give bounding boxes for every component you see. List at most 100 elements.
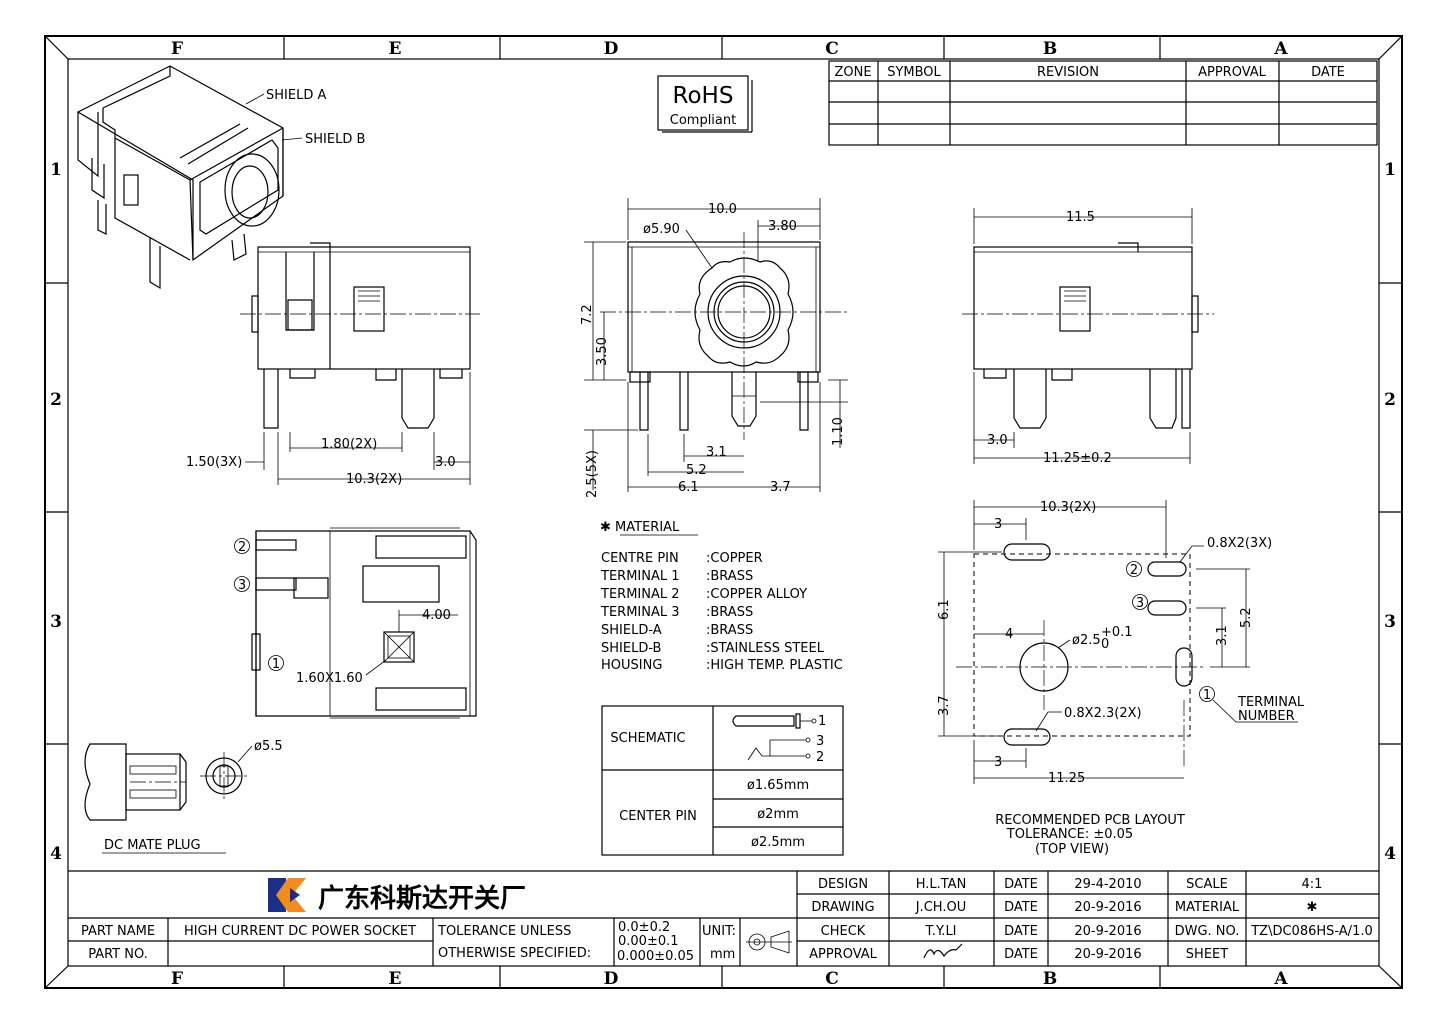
pcb-terminal-1: 1 (1203, 688, 1211, 703)
dim-3-0-b: 3.0 (987, 433, 1008, 448)
material-value-0: :COPPER (706, 551, 763, 566)
design-value: H.L.TAN (916, 877, 967, 892)
pcb-dim-10-3-2x: 10.3(2X) (1040, 500, 1096, 515)
material-part-2: TERMINAL 2 (600, 587, 680, 602)
tolerance-value-2: 0.00±0.1 (618, 934, 679, 949)
material-part-5: SHIELD-B (601, 641, 661, 656)
rev-header-zone: ZONE (834, 65, 871, 80)
dc-mate-plug: ø5.5 DC MATE PLUG (84, 739, 283, 854)
date-label-1: DATE (1004, 877, 1038, 892)
schematic-pin-2: 2 (816, 750, 824, 765)
bottom-view: 4.00 1.60X1.60 2 3 1 (234, 527, 477, 719)
rev-header-symbol: SYMBOL (887, 65, 941, 80)
dim-1-60x1-60: 1.60X1.60 (296, 671, 363, 686)
schematic-symbol: 1 2 3 (732, 713, 826, 765)
dim-3-7: 3.7 (770, 480, 791, 495)
zone-top-b: B (1043, 39, 1057, 59)
pcb-terminal-3: 3 (1136, 596, 1144, 611)
material-part-3: TERMINAL 3 (600, 605, 680, 620)
drawing-value: J.CH.OU (915, 900, 966, 915)
dim-3-1: 3.1 (706, 445, 727, 460)
terminal-number-label-2: NUMBER (1238, 709, 1295, 724)
dim-2-5-5x: 2.5(5X) (585, 450, 600, 498)
date-value-4: 20-9-2016 (1074, 947, 1141, 962)
rohs-title: RoHS (673, 83, 734, 109)
material-title: ✱ MATERIAL (600, 520, 680, 535)
date-label-2: DATE (1004, 900, 1038, 915)
zone-top-a: A (1273, 39, 1288, 59)
shield-b-label: SHIELD B (305, 132, 365, 147)
dim-3-80: 3.80 (768, 219, 797, 234)
zone-right-1: 1 (1384, 160, 1396, 180)
tolerance-line-1: TOLERANCE UNLESS (437, 924, 571, 939)
schematic-label: SCHEMATIC (610, 731, 685, 746)
dim-10-3-2x: 10.3(2X) (346, 472, 402, 487)
material-value-4: :BRASS (706, 623, 753, 638)
zone-bottom-a: A (1273, 969, 1288, 989)
dim-10-0: 10.0 (708, 202, 737, 217)
check-label: CHECK (821, 924, 866, 939)
center-pin-2-5: ø2.5mm (751, 835, 805, 850)
revision-table: ZONE SYMBOL REVISION APPROVAL DATE (828, 60, 1378, 146)
material-part-0: CENTRE PIN (601, 551, 679, 566)
pcb-dim-tol-bottom: 0 (1101, 637, 1109, 652)
material-value-1: :BRASS (706, 569, 753, 584)
side-view-right: 11.5 3.0 11.25±0.2 (962, 208, 1214, 466)
dim-6-1: 6.1 (678, 480, 699, 495)
bottom-terminal-1: 1 (272, 657, 280, 672)
tolerance-line-2: OTHERWISE SPECIFIED: (438, 946, 591, 961)
rev-header-revision: REVISION (1037, 65, 1099, 80)
pcb-dim-6-1: 6.1 (937, 599, 952, 620)
zone-bottom-f: F (171, 969, 183, 989)
tolerance-value-1: 0.0±0.2 (618, 920, 670, 935)
zone-bottom-d: D (604, 969, 619, 989)
dim-1-50-3x: 1.50(3X) (186, 455, 242, 470)
pcb-view: (TOP VIEW) (1035, 842, 1109, 857)
zone-bottom-b: B (1043, 969, 1057, 989)
tolerance-value-3: 0.000±0.05 (617, 949, 694, 964)
zone-top-f: F (171, 39, 183, 59)
zone-left-3: 3 (50, 612, 62, 632)
date-label-3: DATE (1004, 924, 1038, 939)
pcb-title: RECOMMENDED PCB LAYOUT (995, 813, 1185, 828)
dim-3-50: 3.50 (595, 337, 610, 366)
dim-7-2: 7.2 (580, 304, 595, 325)
zone-bottom-c: C (825, 969, 839, 989)
rev-header-date: DATE (1311, 65, 1345, 80)
material-list: ✱ MATERIAL CENTRE PIN :COPPER TERMINAL 1… (600, 520, 843, 673)
material-value-3: :BRASS (706, 605, 753, 620)
isometric-view: SHIELD A SHIELD B (76, 65, 365, 290)
material-part-6: HOUSING (601, 658, 662, 673)
dim-1-80-2x: 1.80(2X) (321, 437, 377, 452)
projection-symbol-icon (746, 930, 792, 954)
part-no-label: PART NO. (88, 947, 148, 962)
unit-label: UNIT: (702, 924, 736, 939)
dim-1-10: 1.10 (831, 417, 846, 446)
dim-dia-5-5: ø5.5 (254, 739, 283, 754)
pcb-layout: 10.3(2X) 3 0.8X2(3X) 2 3 1 TERMINAL NUMB… (937, 500, 1305, 857)
pcb-tolerance: TOLERANCE: ±0.05 (1006, 827, 1133, 842)
terminal-number-label-1: TERMINAL (1237, 695, 1305, 710)
zone-left-2: 2 (50, 390, 62, 410)
material-value-5: :STAINLESS STEEL (706, 641, 825, 656)
center-pin-1-65: ø1.65mm (747, 778, 809, 793)
center-pin-label: CENTER PIN (619, 809, 697, 824)
date-value-3: 20-9-2016 (1074, 924, 1141, 939)
date-label-4: DATE (1004, 947, 1038, 962)
pcb-dim-0-8x2-3x: 0.8X2(3X) (1207, 536, 1272, 551)
title-block: 广东科斯达开关厂 DESIGN H.L.TAN DATE 29-4-2010 S… (68, 870, 1379, 966)
date-value-1: 29-4-2010 (1074, 877, 1141, 892)
rohs-subtitle: Compliant (670, 113, 736, 128)
scale-label: SCALE (1186, 877, 1228, 892)
drawing-frame (44, 35, 1403, 989)
pcb-dim-3-7: 3.7 (937, 695, 952, 716)
material-value-6: :HIGH TEMP. PLASTIC (706, 658, 843, 673)
pcb-dim-0-8x2-3-2x: 0.8X2.3(2X) (1064, 706, 1142, 721)
sheet-label: SHEET (1186, 947, 1228, 962)
schematic-pin-3: 3 (816, 734, 824, 749)
approval-signature (923, 943, 963, 959)
pcb-dim-tol-top: +0.1 (1101, 625, 1133, 640)
dc-mate-plug-label: DC MATE PLUG (104, 838, 201, 853)
zone-top-e: E (389, 39, 402, 59)
